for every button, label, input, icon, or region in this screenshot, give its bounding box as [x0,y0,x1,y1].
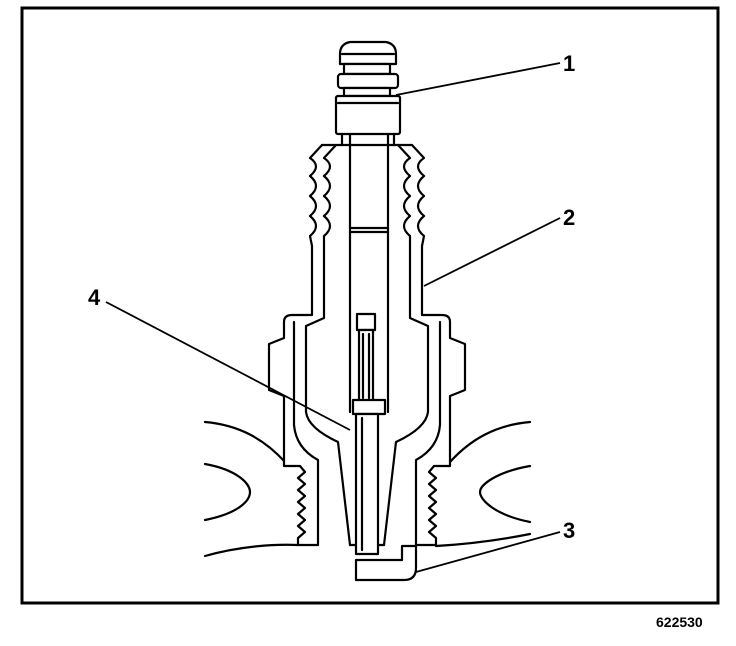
shell-inner-left [292,320,320,547]
combustion-chamber-line-right [434,532,532,548]
terminal-nut [334,40,402,136]
center-bore [348,132,390,416]
cylinder-head-arc-right [448,420,532,464]
cylinder-head-bulge-left [203,462,252,522]
callout-1: 1 [563,51,575,76]
shell-inner-right [414,320,442,547]
callout-3: 3 [563,518,575,543]
shell-outline-right [410,143,467,547]
ground-electrode [354,544,418,582]
center-bore-walls [348,132,390,414]
cylinder-head-bulge-right [478,464,532,524]
callout-2: 2 [563,205,575,230]
callout-4: 4 [88,285,101,310]
insulator-outline-left [304,143,352,547]
combustion-chamber-line-left [203,543,300,558]
resistor-base [351,398,387,416]
terminal-neck [342,62,392,76]
resistor-element [357,328,375,404]
terminal-stud-end [348,226,390,234]
center-electrode [354,412,380,556]
shell-outline-left [267,143,324,547]
terminal-neck-lower [342,86,392,98]
resistor-element-lines [361,332,371,400]
leader-line-3 [415,531,561,573]
figure-number: 622530 [656,614,703,630]
leader-line-1 [395,62,561,96]
cylinder-head [203,420,532,558]
leader-line-4 [105,301,351,431]
leader-line-2 [423,217,561,287]
cylinder-head-arc-left [203,420,287,464]
resistor-top [355,312,377,332]
terminal-ring [336,72,400,90]
insulator-top [340,132,396,147]
terminal-collar [334,94,402,136]
insulator-outline-right [382,143,430,547]
